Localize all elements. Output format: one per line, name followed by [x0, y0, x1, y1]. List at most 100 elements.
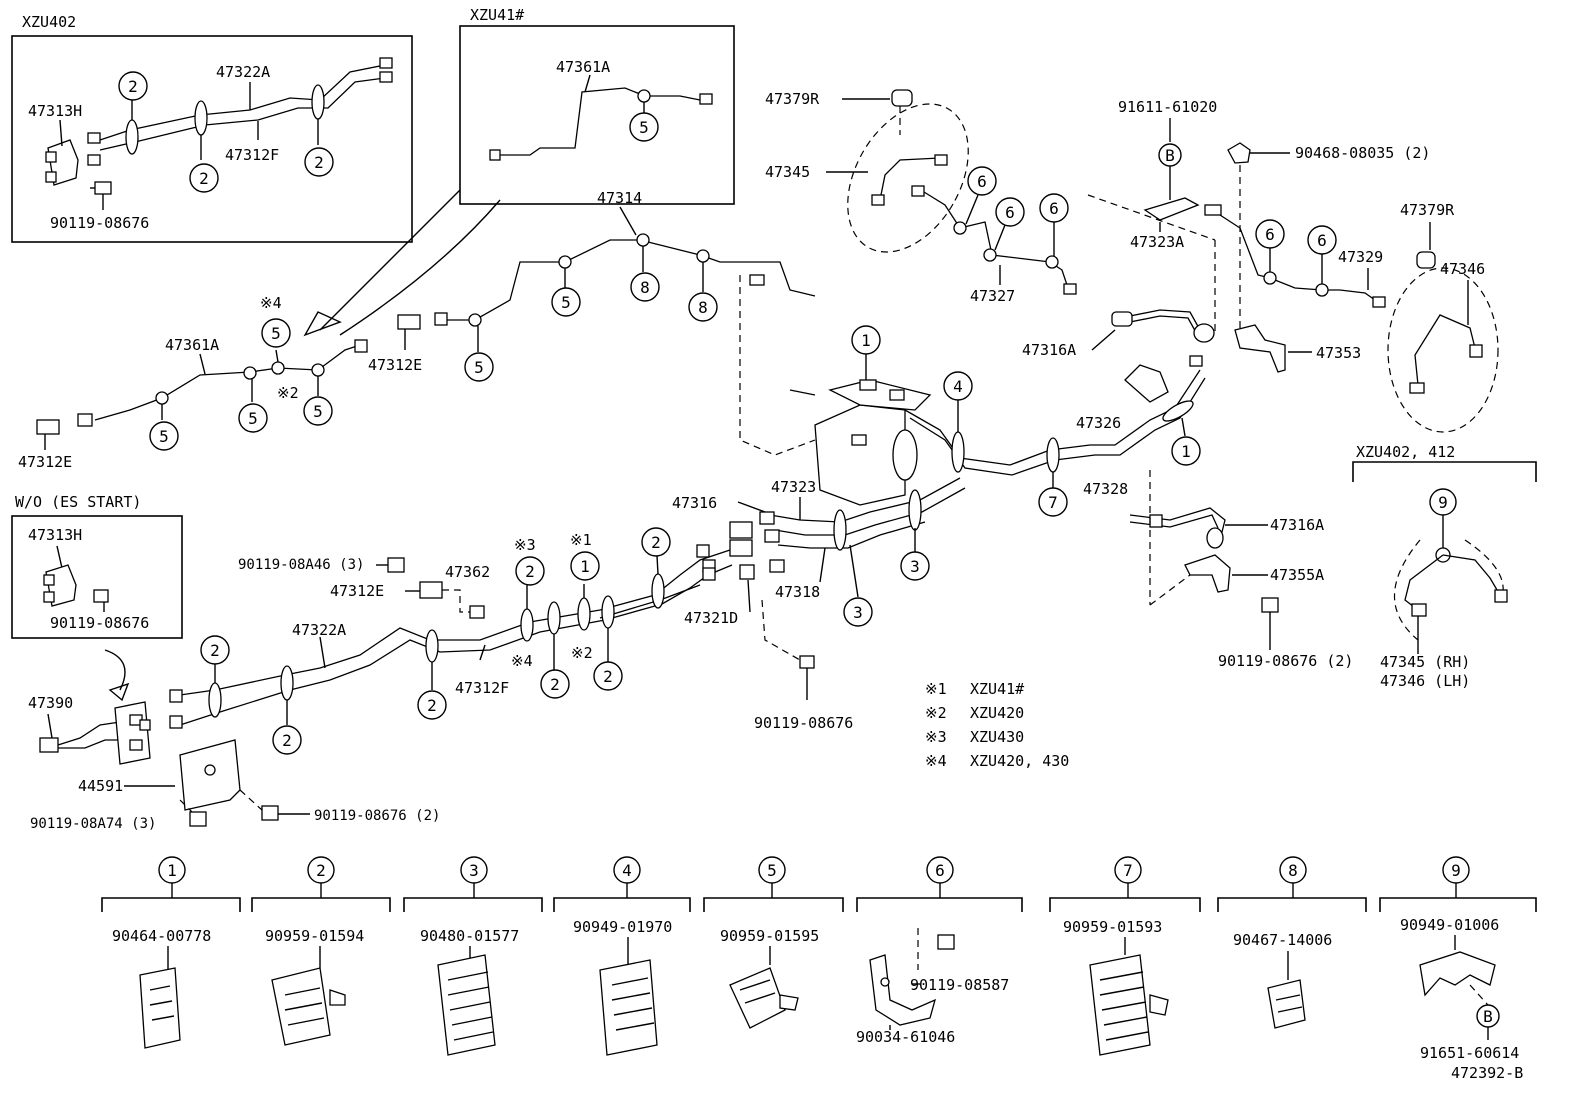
clamp-part: 90949-01006 [1400, 916, 1499, 934]
label-47346-lh: 47346 (LH) [1380, 672, 1470, 690]
callout-5: 5 [474, 358, 484, 377]
label-90119-08676: 90119-08676 [50, 214, 149, 232]
label-90119-08676-2: 90119-08676 (2) [1218, 652, 1353, 670]
note-mark: ※2 [277, 384, 299, 402]
label-47312E: 47312E [368, 356, 422, 374]
master-cylinder-area: 1 4 7 1 47326 47328 3 3 47316 47323 4731… [672, 275, 1353, 732]
note-mark: ※4 [511, 652, 533, 670]
label-47316A: 47316A [1270, 516, 1324, 534]
diagram-code: 472392-B [1451, 1064, 1523, 1082]
label-47346: 47346 [1440, 260, 1485, 278]
label-47316A: 47316A [1022, 341, 1076, 359]
clamp-5: 5 90959-01595 [703, 856, 844, 1029]
inset-title: W/O (ES START) [15, 493, 141, 511]
callout-2: 2 [603, 667, 613, 686]
callout-2: 2 [651, 533, 661, 552]
callout-6: 6 [1049, 199, 1059, 218]
label-47329: 47329 [1338, 248, 1383, 266]
callout-1: 1 [861, 331, 871, 350]
clamp-part: 90467-14006 [1233, 931, 1332, 949]
label-47313H: 47313H [28, 526, 82, 544]
clamp-part: 90959-01593 [1063, 918, 1162, 936]
clamp-part: 91651-60614 [1420, 1044, 1519, 1062]
callout-6: 6 [1265, 225, 1275, 244]
callout-4: 4 [953, 377, 963, 396]
note-4-text: XZU420, 430 [970, 752, 1069, 770]
label-47361A: 47361A [165, 336, 219, 354]
callout-5: 5 [639, 118, 649, 137]
label-47379R: 47379R [765, 90, 820, 108]
tube-47322A-47312F: 2 2 2 2 1 2 2 2 ※3 ※1 ※4 ※2 47322A 47312… [169, 527, 733, 755]
label-47323: 47323 [771, 478, 816, 496]
clamp-legend: 1 90464-00778 2 90959-01594 3 90480-0157… [101, 856, 1537, 1062]
inset-title: XZU402 [22, 13, 76, 31]
note-mark: ※3 [514, 536, 536, 554]
label-47355A: 47355A [1270, 566, 1324, 584]
label-47345-rh: 47345 (RH) [1380, 653, 1470, 671]
clamp-3: 3 90480-01577 [403, 856, 543, 1056]
clamp-number: 1 [167, 861, 177, 880]
clamp-number: 5 [767, 861, 777, 880]
inset-xzu402: XZU402 2 2 2 47322A 47313H 47312F 90119-… [11, 13, 413, 243]
label-47322A: 47322A [292, 621, 346, 639]
note-2: ※2 [925, 704, 947, 722]
label-47312E: 47312E [330, 582, 384, 600]
switch-47390: 47390 44591 90119-08A74 (3) 90119-08676 … [28, 694, 440, 832]
clamp-1: 1 90464-00778 [101, 856, 241, 1049]
callout-5: 5 [248, 409, 258, 428]
note-1: ※1 [925, 680, 947, 698]
inset-title: XZU41# [470, 6, 524, 24]
tube-47361A-47314: 5 5 5 5 5 5 8 8 ※4 ※2 47361A 47314 47312… [18, 189, 816, 471]
inset-xzu41: XZU41# 5 47361A [459, 6, 735, 205]
clamp-number: 2 [316, 861, 326, 880]
label-90119-08A46: 90119-08A46 (3) [238, 557, 364, 573]
clamp-number: 8 [1288, 861, 1298, 880]
note-1-text: XZU41# [970, 680, 1024, 698]
callout-9: 9 [1438, 493, 1448, 512]
callout-1: 1 [580, 557, 590, 576]
label-90468-08035: 90468-08035 (2) [1295, 144, 1430, 162]
note-mark: ※2 [571, 644, 593, 662]
callout-6: 6 [1005, 203, 1015, 222]
label-47322A: 47322A [216, 63, 270, 81]
label-47321D: 47321D [684, 609, 738, 627]
callout-3: 3 [910, 557, 920, 576]
callout-6: 6 [977, 172, 987, 191]
clamp-9: 9 90949-01006 B 91651-60614 [1379, 856, 1537, 1062]
clamp-number: 4 [622, 861, 632, 880]
tube-47327-47329: 47379R 47345 6 6 6 47327 91611-61020 B 4… [765, 89, 1499, 433]
label-47313H: 47313H [28, 102, 82, 120]
clamp-6: 6 90119-08587 90034-61046 [856, 856, 1023, 1046]
label-47362: 47362 [445, 563, 490, 581]
label-47318: 47318 [775, 583, 820, 601]
label-44591: 44591 [78, 777, 123, 795]
clamp-4: 4 90949-01970 [553, 856, 691, 1056]
clamp-number: 6 [935, 861, 945, 880]
note-4: ※4 [925, 752, 947, 770]
label-47312F: 47312F [455, 679, 509, 697]
clamp-part: 90949-01970 [573, 918, 672, 936]
notes-legend: ※1 XZU41# ※2 XZU420 ※3 XZU430 ※4 XZU420,… [925, 680, 1069, 770]
clamp-part: 90480-01577 [420, 927, 519, 945]
label-90119-08676: 90119-08676 [754, 714, 853, 732]
clamp-number: 9 [1451, 861, 1461, 880]
callout-B: B [1165, 146, 1175, 165]
label-47379R: 47379R [1400, 201, 1455, 219]
inset-wo-es-start: W/O (ES START) 47313H 90119-08676 [11, 493, 183, 702]
clamp-part: 90034-61046 [856, 1028, 955, 1046]
label-90119-08676-2: 90119-08676 (2) [314, 808, 440, 824]
callout-5: 5 [271, 324, 281, 343]
label-47316: 47316 [672, 494, 717, 512]
clamp-part: 90959-01594 [265, 927, 364, 945]
clamp-part: 90119-08587 [910, 976, 1009, 994]
callout-5: 5 [159, 427, 169, 446]
label-47353: 47353 [1316, 344, 1361, 362]
note-3-text: XZU430 [970, 728, 1024, 746]
label-47327: 47327 [970, 287, 1015, 305]
note-2-text: XZU420 [970, 704, 1024, 722]
label-90119-08676: 90119-08676 [50, 614, 149, 632]
clamp-2: 2 90959-01594 [251, 856, 391, 1046]
clamp-number: 3 [469, 861, 479, 880]
callout-3: 3 [853, 603, 863, 622]
clamp-7: 7 90959-01593 [1049, 856, 1201, 1056]
